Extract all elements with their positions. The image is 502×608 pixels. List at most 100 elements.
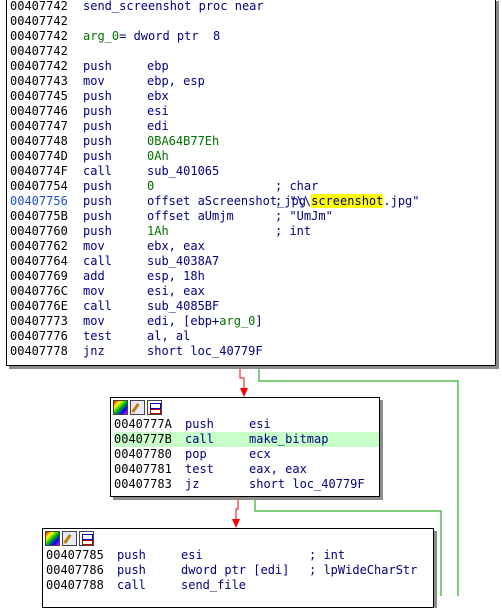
code-line[interactable]: 00407743 mov ebp, esp [10, 74, 495, 89]
line-address: 0040777A [114, 417, 172, 431]
code-line[interactable]: 00407742 [10, 44, 495, 59]
rename-edit-icon[interactable] [62, 531, 77, 546]
operands: 1Ah [147, 224, 169, 238]
code-line[interactable]: 00407742 arg_0= dword ptr 8 [10, 29, 495, 44]
code-line[interactable]: 00407769 add esp, 18h [10, 269, 495, 284]
line-address: 00407754 [10, 179, 68, 193]
mnemonic: test [83, 329, 112, 343]
edge-arrowhead-2 [232, 519, 240, 528]
line-address-selected: 00407756 [10, 194, 68, 208]
operands: 0BA64B77Eh [147, 134, 220, 148]
line-address: 0040774F [10, 164, 68, 178]
mnemonic: push [83, 119, 112, 133]
header-text: arg_0= dword ptr 8 [83, 29, 220, 44]
edge-false-branch-1 [239, 366, 245, 390]
line-address: 00407747 [10, 119, 68, 133]
mnemonic: mov [83, 239, 105, 253]
line-address: 00407776 [10, 329, 68, 343]
graph-view-icon[interactable] [79, 531, 94, 546]
code-line[interactable]: 00407742 [10, 14, 495, 29]
block2-titlebar [111, 398, 379, 417]
comment-part: .jpg" [383, 194, 420, 208]
operands: ecx [249, 447, 271, 461]
operands: esi [147, 104, 169, 118]
mnemonic: call [83, 254, 112, 268]
line-address: 0040775B [10, 209, 68, 223]
operands: edi, [ebp+arg_0] [147, 314, 263, 329]
line-address: 00407742 [10, 0, 68, 13]
line-address: 00407773 [10, 314, 68, 328]
code-line[interactable]: 00407746 push esi [10, 104, 495, 119]
mnemonic: push [83, 89, 112, 103]
line-address: 0040776C [10, 284, 68, 298]
operands: esp, 18h [147, 269, 205, 283]
code-line[interactable]: 0040777A push esi [114, 417, 379, 432]
line-address: 00407746 [10, 104, 68, 118]
mnemonic: mov [83, 74, 105, 88]
arg-name: arg_0 [83, 29, 120, 43]
rename-edit-icon[interactable] [130, 400, 145, 415]
mnemonic: add [83, 269, 105, 283]
mnemonic: mov [83, 284, 105, 298]
highlighted-search-word: screenshot [311, 194, 384, 208]
comment: ; int [275, 224, 312, 238]
mnemonic: mov [83, 314, 105, 328]
line-address: 0040774D [10, 149, 68, 163]
code-line[interactable]: 00407742 send_screenshot proc near [10, 0, 495, 14]
color-palette-icon[interactable] [45, 531, 60, 546]
color-palette-icon[interactable] [113, 400, 128, 415]
line-address: 00407745 [10, 89, 68, 103]
line-address: 0040776E [10, 299, 68, 313]
operands: ebp, esp [147, 74, 205, 88]
line-address: 0040777B [114, 432, 172, 446]
operands: dword ptr [edi] [181, 563, 290, 577]
line-address: 00407781 [114, 462, 172, 476]
operands: offset aScreenshot_jpg [147, 194, 306, 208]
graph-view-icon[interactable] [147, 400, 162, 415]
mnemonic: push [185, 417, 214, 431]
mnemonic: push [83, 209, 112, 223]
operands: eax, eax [249, 462, 307, 476]
arg-reference: arg_0 [219, 314, 256, 328]
line-address: 00407742 [10, 29, 68, 43]
operands: esi [249, 417, 271, 431]
mnemonic: push [117, 563, 146, 577]
line-address: 00407743 [10, 74, 68, 88]
line-address: 00407785 [46, 548, 104, 562]
line-address: 00407788 [46, 578, 104, 592]
line-address: 00407786 [46, 563, 104, 577]
line-address: 00407769 [10, 269, 68, 283]
line-address: 00407780 [114, 447, 172, 461]
code-line[interactable]: 00407773 mov edi, [ebp+arg_0] [10, 314, 495, 329]
mnemonic: push [83, 104, 112, 118]
header-text: send_screenshot proc near [83, 0, 264, 13]
